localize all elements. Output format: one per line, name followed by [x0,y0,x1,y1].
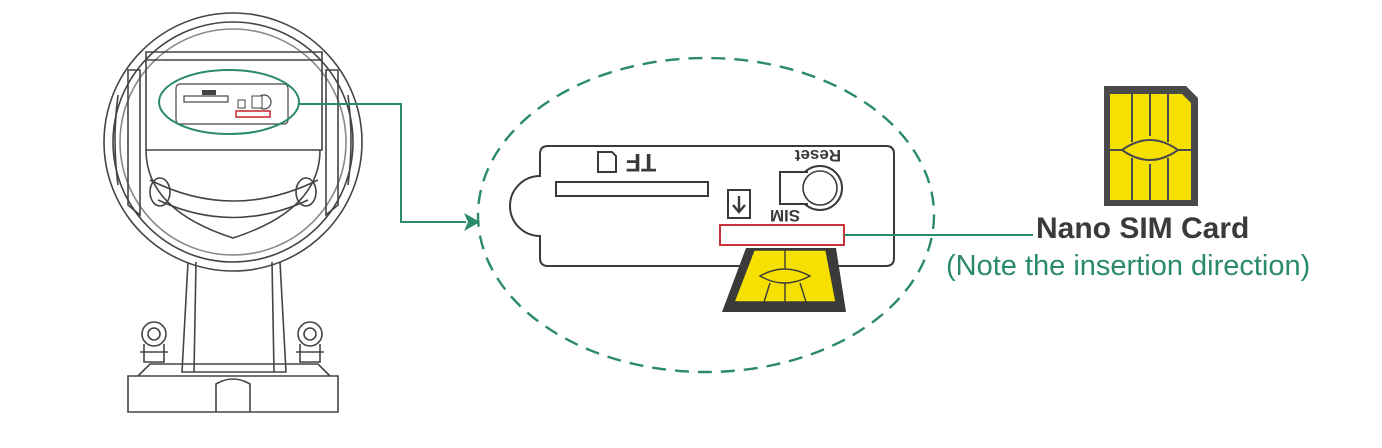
sim-card-title: Nano SIM Card [1036,212,1250,245]
camera-base [127,375,339,413]
camera-neck [181,261,287,373]
camera-body [145,51,323,151]
tf-label: TF [626,148,657,176]
callout-arrow [299,103,466,223]
tf-card-icon [597,151,617,173]
sim-card-inserting [722,248,846,312]
sim-slot-highlight-small [235,110,271,118]
sim-card-note: (Note the insertion direction) [946,250,1311,282]
camera-dome-inner [112,21,354,263]
tf-card-slot [555,181,709,197]
insert-direction-icon [727,189,751,219]
sim-label: SIM [770,206,800,225]
camera-slot-panel-small [175,83,289,125]
nano-sim-card-illustration [1104,86,1198,206]
reset-label: Reset [795,146,842,165]
mount-bolt-left [140,321,168,363]
camera-dome-outer [103,12,363,272]
callout-ellipse-small [158,69,300,135]
reset-button [779,165,843,211]
callout-ellipse-large [476,56,936,374]
camera-illustration [103,12,363,413]
mount-bolt-right [296,321,324,363]
